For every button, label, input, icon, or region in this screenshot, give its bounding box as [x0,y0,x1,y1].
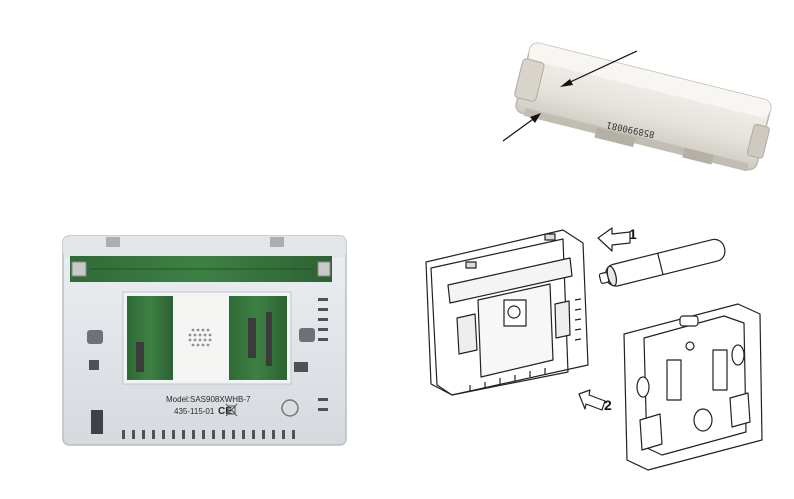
step1-label: 1 [629,226,637,242]
step1-arrow [598,228,630,251]
thermostat-line-drawing [426,230,588,395]
step2-arrow [579,390,605,410]
aa-battery-drawing [598,237,728,289]
wall-plate-drawing [624,304,762,470]
step2-label: 2 [604,397,612,413]
